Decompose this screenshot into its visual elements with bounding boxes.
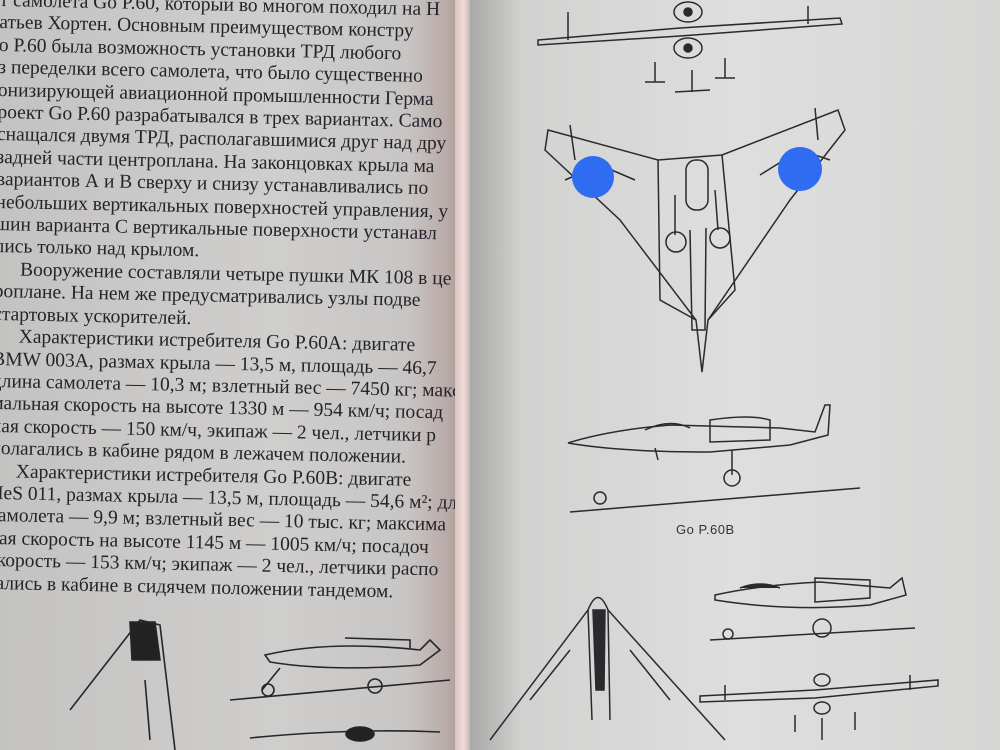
- side-view-small-drawing: [699, 576, 939, 740]
- blue-marker-right: [778, 147, 822, 191]
- aircraft-drawing-left: [69, 619, 451, 750]
- aircraft-drawings: [489, 1, 939, 741]
- blue-marker-left: [572, 156, 614, 198]
- figure-caption: Go P.60B: [676, 522, 735, 537]
- left-page: т самолета Go P.60, который во многом по…: [0, 0, 462, 750]
- wing-planform-top-view: [69, 619, 176, 750]
- planform-bottom-drawing: [489, 596, 726, 741]
- front-view-drawing: [537, 1, 844, 93]
- side-view-drawing: [567, 404, 861, 513]
- aircraft-side-view: [263, 638, 442, 669]
- right-page: Go P.60B: [470, 0, 1000, 750]
